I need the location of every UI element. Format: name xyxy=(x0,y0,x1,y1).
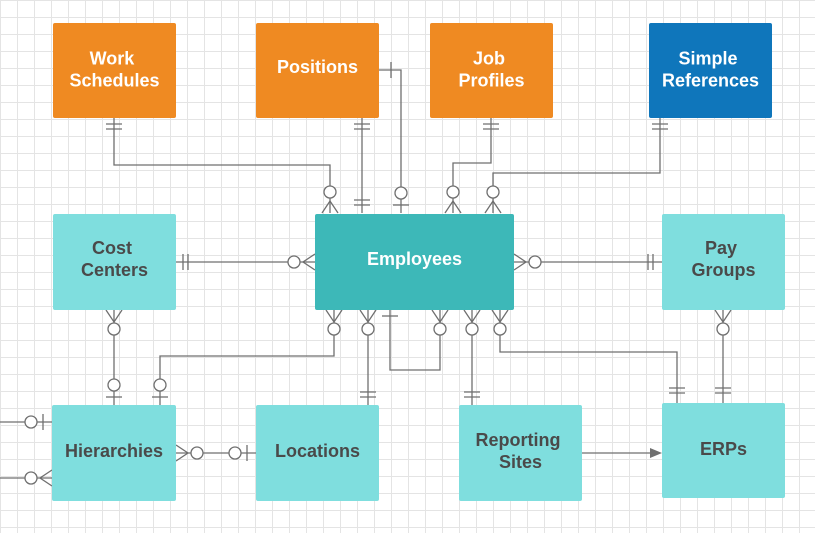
svg-text:Work Schedules: Work Schedules xyxy=(69,48,159,90)
entity-label: Cost xyxy=(92,238,132,258)
relation-positions-employees-2 xyxy=(379,62,409,213)
entity-label: Pay xyxy=(705,238,737,258)
entity-box xyxy=(53,23,176,118)
relation-cost-centers-employees xyxy=(176,253,316,271)
relation-simple-references-employees xyxy=(484,118,668,214)
entity-label: Reporting xyxy=(475,430,560,450)
relation-employees-reporting-sites xyxy=(463,309,481,405)
entity-label: Job xyxy=(473,48,505,68)
entity-pay-groups[interactable]: Pay Groups xyxy=(662,214,785,310)
entity-locations[interactable]: Locations xyxy=(256,405,379,501)
relation-offscreen-hierarchies-1 xyxy=(0,414,52,430)
entity-box xyxy=(53,214,176,310)
entity-label: Simple xyxy=(678,48,737,68)
entity-reporting-sites[interactable]: Reporting Sites xyxy=(459,405,582,501)
entity-label: Positions xyxy=(277,57,358,77)
relation-employees-hierarchies xyxy=(152,309,343,405)
connectors xyxy=(0,62,732,487)
relation-job-profiles-employees xyxy=(444,118,499,214)
relation-work-schedules-employees xyxy=(106,118,339,214)
entity-box xyxy=(256,405,379,501)
entity-label: Schedules xyxy=(69,70,159,90)
relation-pay-groups-employees xyxy=(513,253,662,271)
entities: Work Schedules Positions Job Profiles Si… xyxy=(52,23,785,501)
relation-hierarchies-locations xyxy=(175,444,256,462)
entity-job-profiles[interactable]: Job Profiles xyxy=(430,23,553,118)
entity-box xyxy=(52,405,176,501)
relation-reporting-sites-erps xyxy=(582,448,662,458)
entity-label: ERPs xyxy=(700,439,747,459)
entity-label: Locations xyxy=(275,441,360,461)
svg-text:Simple References: Simple References xyxy=(662,48,759,90)
entity-work-schedules[interactable]: Work Schedules xyxy=(53,23,176,118)
relation-cost-centers-hierarchies xyxy=(105,309,123,405)
entity-label: Work xyxy=(90,48,136,68)
svg-text:Job Profiles: Job Profiles xyxy=(458,48,524,90)
entity-box xyxy=(649,23,772,118)
relation-employees-erps xyxy=(491,309,685,403)
entity-label: Employees xyxy=(367,249,462,269)
entity-label: References xyxy=(662,70,759,90)
svg-text:Pay Groups: Pay Groups xyxy=(691,238,755,280)
relation-employees-locations xyxy=(359,309,377,405)
entity-simple-references[interactable]: Simple References xyxy=(649,23,772,118)
entity-employees[interactable]: Employees xyxy=(315,214,514,310)
entity-label: Centers xyxy=(81,260,148,280)
entity-label: Hierarchies xyxy=(65,441,163,461)
entity-label: Profiles xyxy=(458,70,524,90)
svg-text:Reporting Sites: Reporting Sites xyxy=(475,430,565,472)
entity-box xyxy=(459,405,582,501)
entity-label: Groups xyxy=(691,260,755,280)
entity-box xyxy=(662,403,785,498)
relation-positions-employees xyxy=(354,118,370,213)
entity-box xyxy=(662,214,785,310)
entity-hierarchies[interactable]: Hierarchies xyxy=(52,405,176,501)
entity-box xyxy=(256,23,379,118)
relation-offscreen-hierarchies-2 xyxy=(0,469,53,487)
svg-text:Cost Centers: Cost Centers xyxy=(81,238,148,280)
entity-positions[interactable]: Positions xyxy=(256,23,379,118)
relation-pay-groups-erps xyxy=(714,309,732,403)
relation-employees-self xyxy=(382,309,449,371)
entity-cost-centers[interactable]: Cost Centers xyxy=(53,214,176,310)
entity-erps[interactable]: ERPs xyxy=(662,403,785,498)
entity-box xyxy=(430,23,553,118)
entity-box xyxy=(315,214,514,310)
entity-label: Sites xyxy=(499,452,542,472)
